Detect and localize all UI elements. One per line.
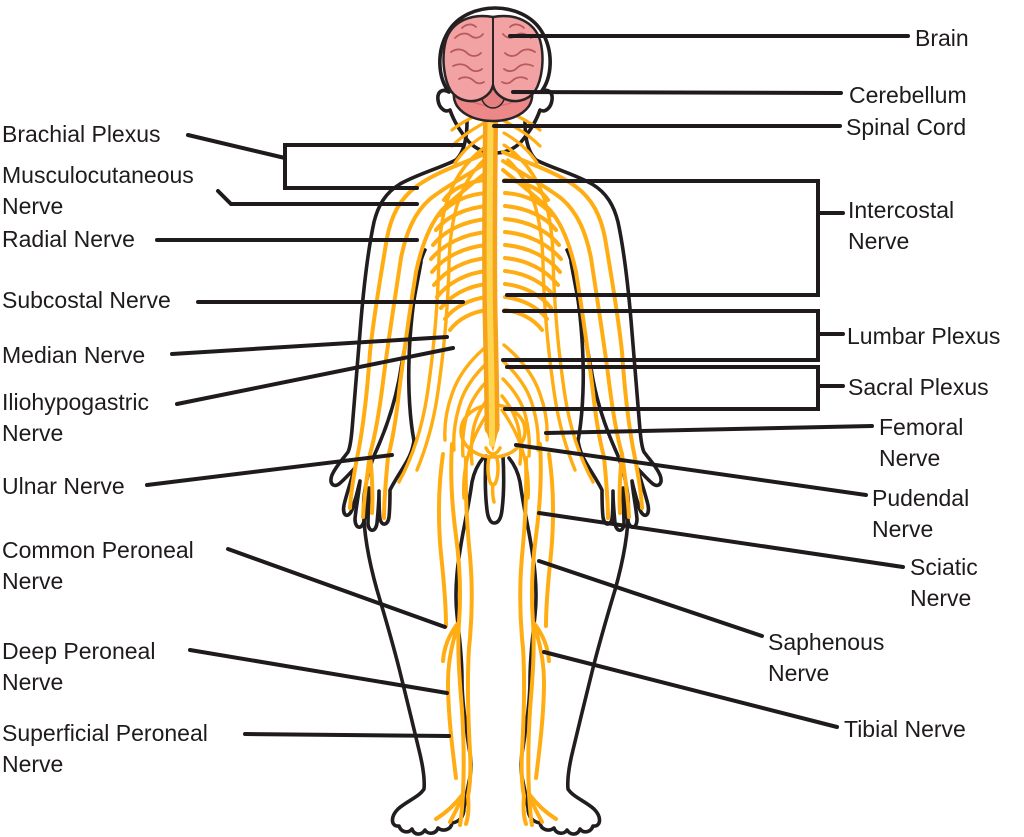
leader-ulnar-nerve [145, 453, 394, 487]
label-radial-nerve: Radial Nerve [2, 226, 135, 252]
leader-common-peroneal-nerve [226, 547, 447, 629]
label-lumbar-plexus: Lumbar Plexus [847, 323, 1001, 349]
label-musculocutaneous-nerve: Musculocutaneous Nerve [2, 162, 194, 219]
leader-deep-peroneal-nerve [188, 648, 449, 695]
leader-superficial-peroneal-nerve [243, 732, 451, 738]
leader-lines [145, 34, 910, 738]
label-brachial-plexus: Brachial Plexus [2, 121, 161, 147]
leader-tibial-nerve [542, 650, 839, 729]
leader-femoral-nerve [544, 424, 874, 435]
label-ulnar-nerve: Ulnar Nerve [2, 473, 125, 499]
label-deep-peroneal-nerve: Deep Peroneal Nerve [2, 638, 156, 695]
spinal-cord [482, 78, 500, 452]
label-sciatic-nerve: Sciatic Nerve [910, 554, 978, 611]
leader-cerebellum [511, 90, 843, 95]
label-sacral-plexus: Sacral Plexus [848, 374, 989, 400]
leader-median-nerve [170, 335, 449, 356]
label-tibial-nerve: Tibial Nerve [844, 716, 966, 742]
leader-brachial-plexus [186, 133, 287, 160]
leader-saphenous-nerve [537, 559, 764, 638]
leader-sciatic-nerve [537, 511, 905, 569]
label-femoral-nerve: Femoral Nerve [879, 414, 964, 471]
label-brain: Brain [915, 25, 969, 51]
label-spinal-cord: Spinal Cord [846, 114, 967, 140]
label-cerebellum: Cerebellum [849, 82, 967, 108]
leader-pudendal-nerve [514, 443, 868, 497]
bracket-intercostal-nerve [502, 179, 820, 297]
crotch-outline [483, 454, 506, 525]
brain-group [442, 14, 544, 123]
leg-nerves [434, 442, 474, 827]
label-pudendal-nerve: Pudendal Nerve [872, 485, 970, 542]
lumbosacral-nerves [443, 343, 492, 500]
nerves-right-mirrored [500, 108, 644, 827]
label-subcostal-nerve: Subcostal Nerve [2, 287, 171, 313]
bracket-brachial-plexus [283, 143, 465, 190]
label-common-peroneal-nerve: Common Peroneal Nerve [2, 537, 194, 594]
label-intercostal-nerve: Intercostal Nerve [848, 197, 955, 254]
label-saphenous-nerve: Saphenous Nerve [768, 629, 885, 686]
head-outline [436, 6, 554, 155]
label-superficial-peroneal-nerve: Superficial Peroneal Nerve [2, 720, 208, 777]
leader-iliohypogastric-nerve [175, 346, 455, 406]
label-median-nerve: Median Nerve [2, 342, 146, 368]
leader-musculocutaneous-nerve [216, 189, 419, 206]
label-iliohypogastric-nerve: Iliohypogastric Nerve [2, 389, 150, 446]
flank-nerves [397, 150, 486, 484]
